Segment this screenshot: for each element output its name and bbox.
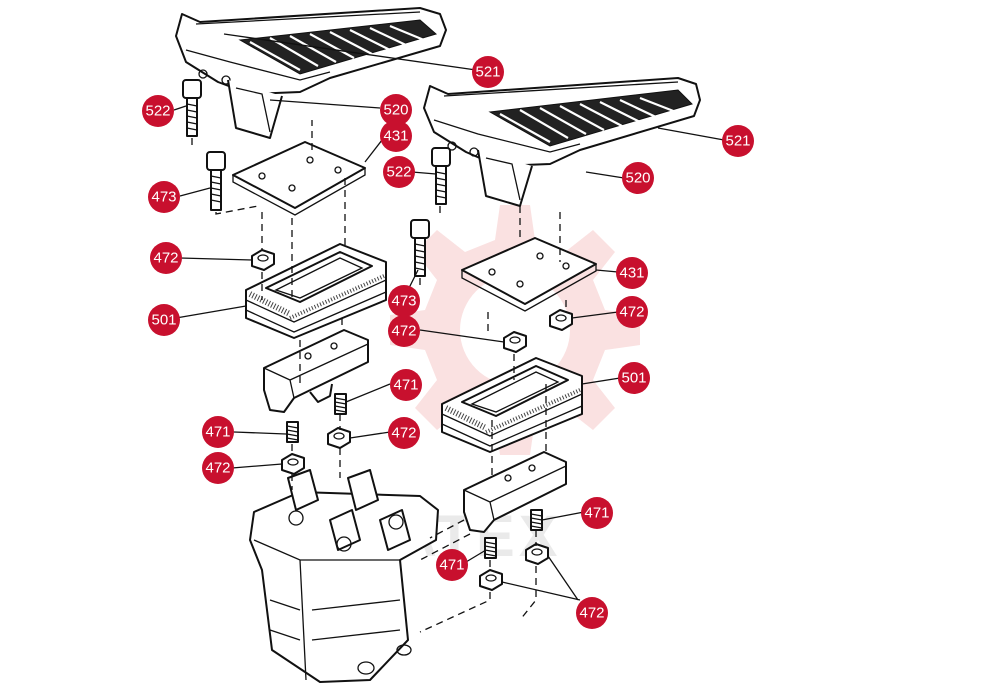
callout-522-right: 522: [383, 156, 415, 188]
callout-521-left: 521: [472, 56, 504, 88]
nut-472-right-a: [503, 331, 527, 353]
callout-label: 471: [439, 557, 464, 574]
callout-label: 521: [725, 133, 750, 150]
callout-471-left-b: 471: [202, 416, 234, 448]
callout-431-left: 431: [380, 120, 412, 152]
callout-431-right: 431: [616, 257, 648, 289]
callout-472-left-a: 472: [388, 417, 420, 449]
callout-badge: [616, 257, 648, 289]
callout-472-left-nut: 472: [150, 242, 182, 274]
callout-521-right: 521: [722, 125, 754, 157]
callout-label: 501: [151, 312, 176, 329]
callout-471-right-a: 471: [581, 497, 613, 529]
callout-label: 431: [619, 265, 644, 282]
nut-472-right-c: [525, 543, 549, 565]
callout-472-left-b: 472: [202, 452, 234, 484]
callout-badge: [622, 162, 654, 194]
nut-472-left-a: [327, 427, 351, 449]
callout-472-right-a: 472: [388, 315, 420, 347]
callout-472-right-bottom: 472: [576, 597, 608, 629]
nut-472-right-d: [479, 569, 503, 591]
callout-label: 473: [391, 293, 416, 310]
callout-badge: [390, 369, 422, 401]
actuator-block-left: [263, 329, 369, 413]
callout-badge: [383, 156, 415, 188]
callout-badge: [388, 315, 420, 347]
callout-badge: [472, 56, 504, 88]
callout-badge: [722, 125, 754, 157]
callout-label: 473: [151, 189, 176, 206]
screw-473-right: [410, 219, 430, 277]
callout-473-left: 473: [148, 181, 180, 213]
callout-badge: [388, 417, 420, 449]
callout-label: 471: [584, 505, 609, 522]
callout-badge: [616, 296, 648, 328]
callout-label: 520: [625, 170, 650, 187]
pedal-right-tread: [488, 89, 693, 147]
callout-label: 521: [475, 64, 500, 81]
callout-473-right: 473: [388, 285, 420, 317]
callout-501-right: 501: [618, 362, 650, 394]
actuator-block-right: [463, 451, 567, 533]
callout-label: 471: [205, 424, 230, 441]
screw-522-left: [182, 79, 202, 137]
callout-badge: [148, 181, 180, 213]
callout-badge: [150, 242, 182, 274]
callout-badge: [202, 416, 234, 448]
screw-473-left: [206, 151, 226, 211]
callout-501-left: 501: [148, 304, 180, 336]
callout-label: 472: [391, 323, 416, 340]
mounting-plate-431-right: [461, 237, 597, 312]
callout-522-left: 522: [142, 95, 174, 127]
callout-badge: [380, 94, 412, 126]
callout-badge: [581, 497, 613, 529]
callout-badge: [618, 362, 650, 394]
nut-472-left: [251, 249, 275, 271]
nut-472-right-b: [549, 309, 573, 331]
nut-472-left-b: [281, 453, 305, 475]
callouts: 521 520 522 431 473 472 501 471: [142, 56, 754, 629]
callout-472-right-b: 472: [616, 296, 648, 328]
callout-badge: [388, 285, 420, 317]
bellows-501-left: [245, 243, 387, 339]
callout-label: 522: [386, 164, 411, 181]
pedal-right: [423, 77, 701, 207]
callout-badge: [436, 549, 468, 581]
mounting-plate-431-left: [232, 141, 366, 216]
pedal-left: [175, 7, 447, 139]
setscrew-471-left-a: [334, 393, 347, 415]
setscrew-471-right-b: [484, 537, 497, 559]
callout-label: 472: [391, 425, 416, 442]
callout-520-right: 520: [622, 162, 654, 194]
callout-label: 472: [205, 460, 230, 477]
callout-label: 501: [621, 370, 646, 387]
callout-label: 522: [145, 103, 170, 120]
setscrew-471-right-a: [530, 509, 543, 531]
callout-badge: [380, 120, 412, 152]
setscrew-471-left-b: [286, 421, 299, 443]
pedal-left-tread: [238, 19, 438, 75]
screw-522-right: [431, 147, 451, 205]
callout-badge: [576, 597, 608, 629]
callout-label: 520: [383, 102, 408, 119]
callout-label: 431: [383, 128, 408, 145]
callout-471-left-a: 471: [390, 369, 422, 401]
callout-471-right-b: 471: [436, 549, 468, 581]
watermark-gear-hole: [460, 275, 570, 385]
callout-520-left: 520: [380, 94, 412, 126]
callout-label: 472: [579, 605, 604, 622]
callout-label: 472: [619, 304, 644, 321]
bellows-501-right: [441, 357, 583, 453]
callout-label: 471: [393, 377, 418, 394]
valve-body-base: [249, 469, 439, 683]
callout-label: 472: [153, 250, 178, 267]
callout-badge: [148, 304, 180, 336]
callout-badge: [142, 95, 174, 127]
leader-lines: [173, 33, 725, 601]
callout-badge: [202, 452, 234, 484]
alignment-lines: [191, 120, 567, 633]
